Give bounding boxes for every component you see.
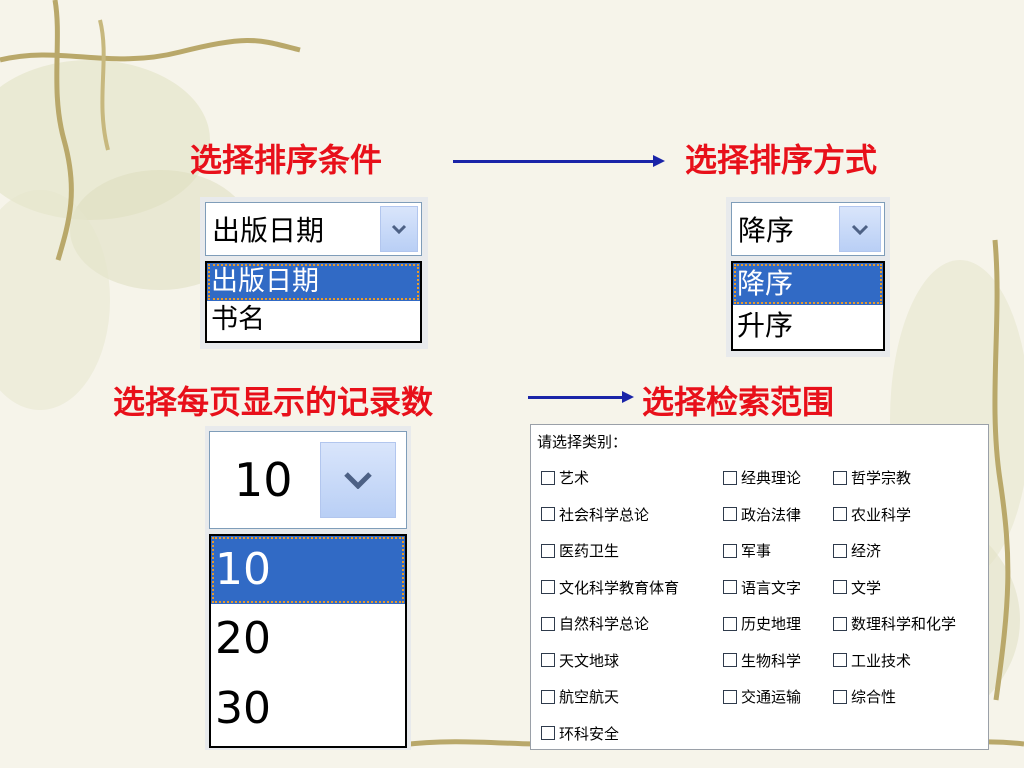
category-checkbox[interactable]: 交通运输 <box>723 686 801 707</box>
checkbox-icon[interactable] <box>541 653 555 667</box>
checkbox-icon[interactable] <box>541 507 555 521</box>
category-label: 农业科学 <box>851 505 912 524</box>
category-label: 经济 <box>851 542 882 560</box>
category-checkbox[interactable]: 自然科学总论 <box>541 613 649 634</box>
option-publish-date[interactable]: 出版日期 <box>207 263 420 301</box>
chevron-down-icon <box>391 224 407 234</box>
category-checkbox[interactable]: 文学 <box>833 577 881 598</box>
category-checkbox[interactable]: 综合性 <box>833 686 896 707</box>
sort-condition-options: 出版日期 书名 <box>205 261 422 343</box>
per-page-select[interactable]: 10 <box>209 431 407 529</box>
category-label: 航空航天 <box>559 688 620 706</box>
heading-search-scope: 选择检索范围 <box>642 383 835 421</box>
category-label: 环科安全 <box>559 724 620 743</box>
sort-condition-value: 出版日期 <box>212 214 325 247</box>
category-panel-title: 请选择类别： <box>537 433 628 451</box>
category-checkbox[interactable]: 历史地理 <box>723 613 801 634</box>
category-label: 社会科学总论 <box>559 505 650 524</box>
category-label: 艺术 <box>559 469 590 487</box>
category-checkbox[interactable]: 文化科学教育体育 <box>541 577 679 598</box>
category-label: 生物科学 <box>741 651 802 670</box>
checkbox-icon[interactable] <box>723 616 737 631</box>
category-checkbox[interactable]: 农业科学 <box>833 504 911 525</box>
checkbox-icon[interactable] <box>833 689 847 704</box>
chevron-down-icon <box>344 472 372 489</box>
sort-condition-dropdown-button[interactable] <box>380 206 418 252</box>
category-label: 语言文字 <box>741 578 802 597</box>
checkbox-icon[interactable] <box>723 470 737 485</box>
checkbox-icon[interactable] <box>541 543 555 558</box>
checkbox-icon[interactable] <box>833 580 847 594</box>
category-checkbox[interactable]: 生物科学 <box>723 650 801 671</box>
category-panel: 请选择类别： 艺术 经典理论 哲学宗教社会科学总论 政治法律 农业科学医药卫生 军事 经济文… <box>530 424 989 750</box>
checkbox-icon[interactable] <box>833 653 847 667</box>
category-label: 综合性 <box>851 688 897 706</box>
category-checkbox[interactable]: 哲学宗教 <box>833 467 911 488</box>
option-book-title[interactable]: 书名 <box>211 304 265 335</box>
checkbox-icon[interactable] <box>723 507 737 521</box>
checkbox-icon[interactable] <box>541 580 555 594</box>
heading-sort-condition: 选择排序条件 <box>190 141 383 179</box>
category-checkbox[interactable]: 工业技术 <box>833 650 911 671</box>
per-page-options: 10 20 30 <box>209 534 407 748</box>
checkbox-icon[interactable] <box>723 543 737 558</box>
category-checkbox[interactable]: 艺术 <box>541 467 589 488</box>
checkbox-icon[interactable] <box>541 470 555 485</box>
option-ascending[interactable]: 升序 <box>737 309 794 342</box>
sort-condition-widget: 出版日期 出版日期 书名 <box>200 197 428 349</box>
category-checkbox[interactable]: 天文地球 <box>541 650 619 671</box>
option-descending[interactable]: 降序 <box>733 263 883 305</box>
sort-order-options: 降序 升序 <box>731 261 885 351</box>
category-checkbox[interactable]: 经济 <box>833 540 881 561</box>
sort-order-value: 降序 <box>738 214 795 247</box>
checkbox-icon[interactable] <box>723 580 737 594</box>
category-checkbox[interactable]: 数理科学和化学 <box>833 613 956 634</box>
option-20[interactable]: 20 <box>215 613 271 664</box>
per-page-dropdown-button[interactable] <box>320 442 396 518</box>
sort-order-select[interactable]: 降序 <box>731 202 885 256</box>
checkbox-icon[interactable] <box>833 470 847 485</box>
arrow-right-icon <box>453 155 665 167</box>
checkbox-icon[interactable] <box>833 507 847 521</box>
sort-order-widget: 降序 降序 升序 <box>726 197 890 357</box>
heading-per-page: 选择每页显示的记录数 <box>113 383 434 421</box>
category-label: 天文地球 <box>559 651 620 670</box>
arrow-right-icon <box>528 391 634 403</box>
sort-condition-select[interactable]: 出版日期 <box>205 202 422 256</box>
heading-sort-order: 选择排序方式 <box>685 141 878 179</box>
per-page-widget: 10 10 20 30 <box>205 426 411 750</box>
checkbox-icon[interactable] <box>833 543 847 558</box>
per-page-value: 10 <box>234 453 293 507</box>
checkbox-icon[interactable] <box>723 689 737 704</box>
category-label: 数理科学和化学 <box>851 615 957 633</box>
category-label: 哲学宗教 <box>851 469 912 487</box>
category-checkbox[interactable]: 军事 <box>723 540 771 561</box>
checkbox-icon[interactable] <box>541 689 555 704</box>
option-30[interactable]: 30 <box>215 683 271 734</box>
category-label: 医药卫生 <box>559 542 620 560</box>
checkbox-icon[interactable] <box>541 616 555 631</box>
checkbox-icon[interactable] <box>541 726 555 740</box>
category-checkbox[interactable]: 政治法律 <box>723 504 801 525</box>
category-label: 交通运输 <box>741 688 802 706</box>
category-label: 政治法律 <box>741 505 802 524</box>
category-label: 自然科学总论 <box>559 615 650 633</box>
chevron-down-icon <box>851 224 869 235</box>
category-checkbox[interactable]: 语言文字 <box>723 577 801 598</box>
category-label: 文化科学教育体育 <box>559 578 680 597</box>
checkbox-icon[interactable] <box>723 653 737 667</box>
category-label: 文学 <box>851 578 882 597</box>
category-label: 历史地理 <box>741 615 802 633</box>
category-label: 工业技术 <box>851 651 912 670</box>
checkbox-icon[interactable] <box>833 616 847 631</box>
category-checkbox[interactable]: 环科安全 <box>541 723 619 744</box>
category-checkbox[interactable]: 经典理论 <box>723 467 801 488</box>
option-10[interactable]: 10 <box>211 536 405 604</box>
sort-order-dropdown-button[interactable] <box>839 206 881 252</box>
category-checkbox[interactable]: 社会科学总论 <box>541 504 649 525</box>
category-label: 军事 <box>741 542 772 560</box>
category-checkbox[interactable]: 航空航天 <box>541 686 619 707</box>
category-checkbox[interactable]: 医药卫生 <box>541 540 619 561</box>
category-label: 经典理论 <box>741 469 802 487</box>
